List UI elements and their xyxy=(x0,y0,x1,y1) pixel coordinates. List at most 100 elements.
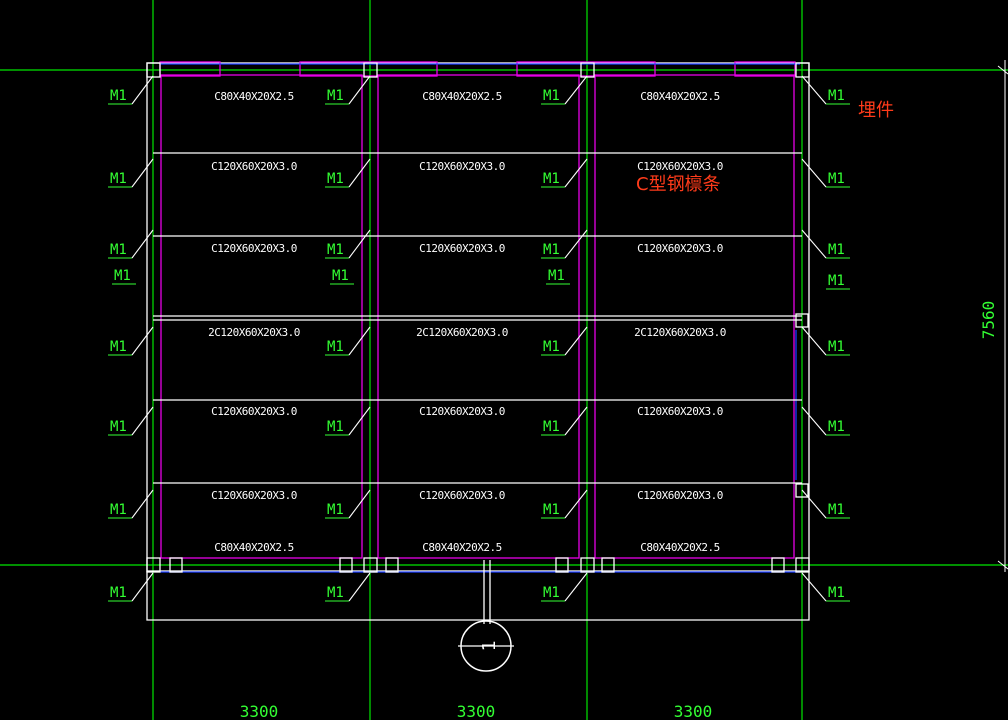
embedded-part-tag-3-0: M1 xyxy=(108,326,154,356)
embedded-part-tag-1-1: M1 xyxy=(325,158,371,188)
embedded-part-tag-label: M1 xyxy=(543,585,560,601)
tag-leader xyxy=(348,406,371,436)
embedded-part-tag-label: M1 xyxy=(327,339,344,355)
embedded-part-tag-2-3: M1 xyxy=(801,229,850,259)
purlin-label-0-0: C80X40X20X2.5 xyxy=(214,90,294,103)
embedded-part-tag-label: M1 xyxy=(110,88,127,104)
embedded-part-tag-label: M1 xyxy=(110,585,127,601)
tag-leader xyxy=(131,572,154,602)
embedded-part-tag-6-2: M1 xyxy=(541,572,588,602)
embedded-part-tag-label: M1 xyxy=(110,171,127,187)
embedded-part-tag-4-0: M1 xyxy=(108,406,154,436)
embedded-part-tag-5-0: M1 xyxy=(108,489,154,519)
embedded-part-tag-extra-0: M1 xyxy=(112,268,136,285)
tag-leader xyxy=(348,326,371,356)
annotation-embedded-part: 埋件 xyxy=(858,100,894,121)
purlin-label-1-0: C120X60X20X3.0 xyxy=(211,160,297,173)
embedded-part-tag-label: M1 xyxy=(110,339,127,355)
purlin-label-5-0: C120X60X20X3.0 xyxy=(211,489,297,502)
right-plate-2 xyxy=(795,483,809,498)
embedded-part-tag-1-3: M1 xyxy=(801,158,850,188)
embedded-part-tag-label: M1 xyxy=(327,242,344,258)
embedded-part-tag-6-1: M1 xyxy=(325,572,371,602)
purlin-label-0-1: C80X40X20X2.5 xyxy=(422,90,502,103)
embedded-part-tag-3-2: M1 xyxy=(541,326,588,356)
embedded-part-tag-label: M1 xyxy=(543,242,560,258)
top-beam-segment-4 xyxy=(734,61,796,77)
tag-leader xyxy=(131,229,154,259)
column-plate-0-1 xyxy=(363,62,378,78)
embedded-part-tag-1-2: M1 xyxy=(541,158,588,188)
bottom-plate-2 xyxy=(339,557,353,573)
embedded-part-tag-5-3: M1 xyxy=(801,489,850,519)
purlin-label-6-2: C80X40X20X2.5 xyxy=(640,541,720,554)
embedded-part-tag-0-0: M1 xyxy=(108,75,154,105)
embedded-part-tag-label: M1 xyxy=(327,585,344,601)
embedded-part-tag-extra-1: M1 xyxy=(330,268,354,285)
embedded-part-tag-5-2: M1 xyxy=(541,489,588,519)
dimension-bay-1: 3300 xyxy=(240,702,279,720)
bottom-strip xyxy=(146,571,810,621)
purlin-label-1-1: C120X60X20X3.0 xyxy=(419,160,505,173)
outer-frame xyxy=(146,62,810,572)
embedded-part-tag-label: M1 xyxy=(828,273,845,289)
embedded-part-tag-label: M1 xyxy=(332,268,349,284)
embedded-part-tag-0-2: M1 xyxy=(541,75,588,105)
bottom-plate-1 xyxy=(169,557,183,573)
purlin-label-2-1: C120X60X20X3.0 xyxy=(419,242,505,255)
embedded-part-tag-3-3: M1 xyxy=(801,326,850,356)
purlin-label-0-2: C80X40X20X2.5 xyxy=(640,90,720,103)
embedded-part-tag-label: M1 xyxy=(114,268,131,284)
embedded-part-tag-label: M1 xyxy=(828,502,845,518)
embedded-part-tag-label: M1 xyxy=(327,171,344,187)
embedded-part-tag-0-3: M1 xyxy=(801,75,850,105)
tag-leader xyxy=(564,489,588,519)
purlin-label-6-1: C80X40X20X2.5 xyxy=(422,541,502,554)
column-plate-0-0 xyxy=(146,62,161,78)
tag-leader xyxy=(564,229,588,259)
section-mark-number: 1 xyxy=(479,641,500,652)
purlin-label-5-1: C120X60X20X3.0 xyxy=(419,489,505,502)
bottom-plate-6 xyxy=(771,557,785,573)
embedded-part-tag-4-1: M1 xyxy=(325,406,371,436)
dimension-overall-height: 7560 xyxy=(979,301,998,340)
embedded-part-tag-4-2: M1 xyxy=(541,406,588,436)
embedded-part-tag-label: M1 xyxy=(110,502,127,518)
embedded-part-tag-label: M1 xyxy=(828,339,845,355)
embedded-part-tag-label: M1 xyxy=(327,88,344,104)
embedded-part-tag-label: M1 xyxy=(828,88,845,104)
embedded-part-tag-3-1: M1 xyxy=(325,326,371,356)
embedded-part-tag-label: M1 xyxy=(543,419,560,435)
purlin-label-5-2: C120X60X20X3.0 xyxy=(637,489,723,502)
embedded-part-tag-label: M1 xyxy=(543,88,560,104)
tag-leader xyxy=(801,75,827,105)
dimension-group: 3300 3300 3300 7560 xyxy=(240,301,998,720)
tag-leader xyxy=(348,158,371,188)
roof-frame xyxy=(146,61,810,621)
tag-leader xyxy=(131,75,154,105)
embedded-part-tag-4-3: M1 xyxy=(801,406,850,436)
purlin-label-3-2: 2C120X60X20X3.0 xyxy=(634,326,726,339)
embedded-part-tag-5-1: M1 xyxy=(325,489,371,519)
annotation-c-purlin: C型钢檩条 xyxy=(636,174,721,195)
tag-leader xyxy=(131,158,154,188)
purlin-label-3-0: 2C120X60X20X3.0 xyxy=(208,326,300,339)
top-beam-segment-3 xyxy=(516,61,656,77)
tag-leader xyxy=(801,572,827,602)
embedded-part-tag-label: M1 xyxy=(828,242,845,258)
embedded-part-tag-label: M1 xyxy=(543,339,560,355)
purlin-label-3-1: 2C120X60X20X3.0 xyxy=(416,326,508,339)
dimension-tick-top xyxy=(997,65,1008,75)
tag-leader xyxy=(564,158,588,188)
purlin-label-4-1: C120X60X20X3.0 xyxy=(419,405,505,418)
tag-leader xyxy=(564,326,588,356)
tag-leader xyxy=(564,572,588,602)
embedded-part-tag-extra-3: M1 xyxy=(826,273,850,290)
tag-leader xyxy=(348,489,371,519)
tag-leader xyxy=(801,326,827,356)
tag-leader xyxy=(348,229,371,259)
